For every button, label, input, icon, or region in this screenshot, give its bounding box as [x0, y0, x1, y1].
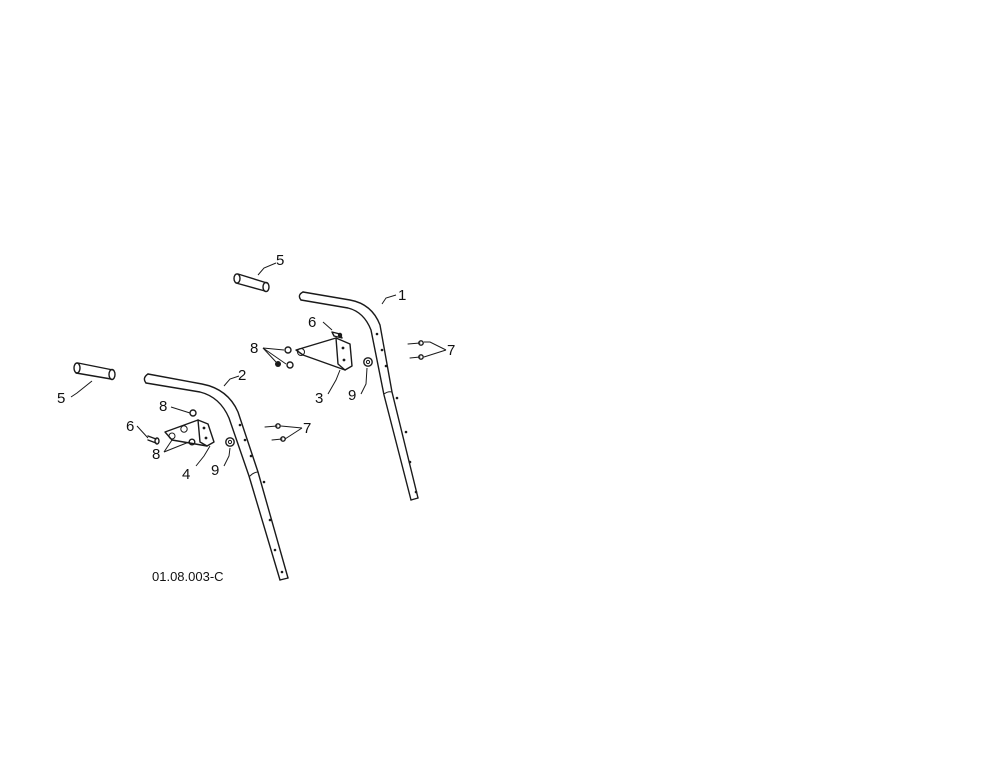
bolt-6-lower: [147, 435, 160, 445]
leader-lines: [70, 262, 447, 467]
drawing-number: 01.08.003-C: [152, 569, 224, 584]
callout-4: 4: [182, 466, 190, 483]
callout-6-lower: 6: [126, 418, 134, 435]
callout-2-label: 2: [238, 367, 246, 384]
callout-7-lower: 7: [303, 420, 311, 437]
callout-1: 1: [398, 287, 406, 304]
callout-5-lower: 5: [57, 390, 65, 407]
screws-7-upper: [407, 340, 424, 360]
callout-8-lower-bottom: 8: [152, 446, 160, 463]
grip-5-upper: [233, 273, 270, 293]
callout-7-upper: 7: [447, 342, 455, 359]
handle-tube-2: [143, 373, 289, 581]
spacer-9-lower: [225, 437, 235, 447]
callout-8-upper: 8: [250, 340, 258, 357]
callout-3: 3: [315, 390, 323, 407]
nuts-8-upper: [275, 346, 294, 369]
callout-9-lower: 9: [211, 462, 219, 479]
grip-5-lower: [73, 362, 116, 381]
handle-tube-1: [298, 291, 419, 501]
callout-labels: 1 2 5 5 6 6 7 7 8 8 8 3 4 9 9: [57, 252, 455, 483]
callout-6-upper: 6: [308, 314, 316, 331]
bolt-6-upper: [331, 331, 343, 339]
callout-8-lower-top: 8: [159, 398, 167, 415]
spacer-9-upper: [363, 357, 373, 367]
bracket-3: [295, 337, 353, 371]
nuts-8-lower: [188, 409, 197, 446]
callout-9-upper: 9: [348, 387, 356, 404]
callout-5-upper: 5: [276, 252, 284, 269]
